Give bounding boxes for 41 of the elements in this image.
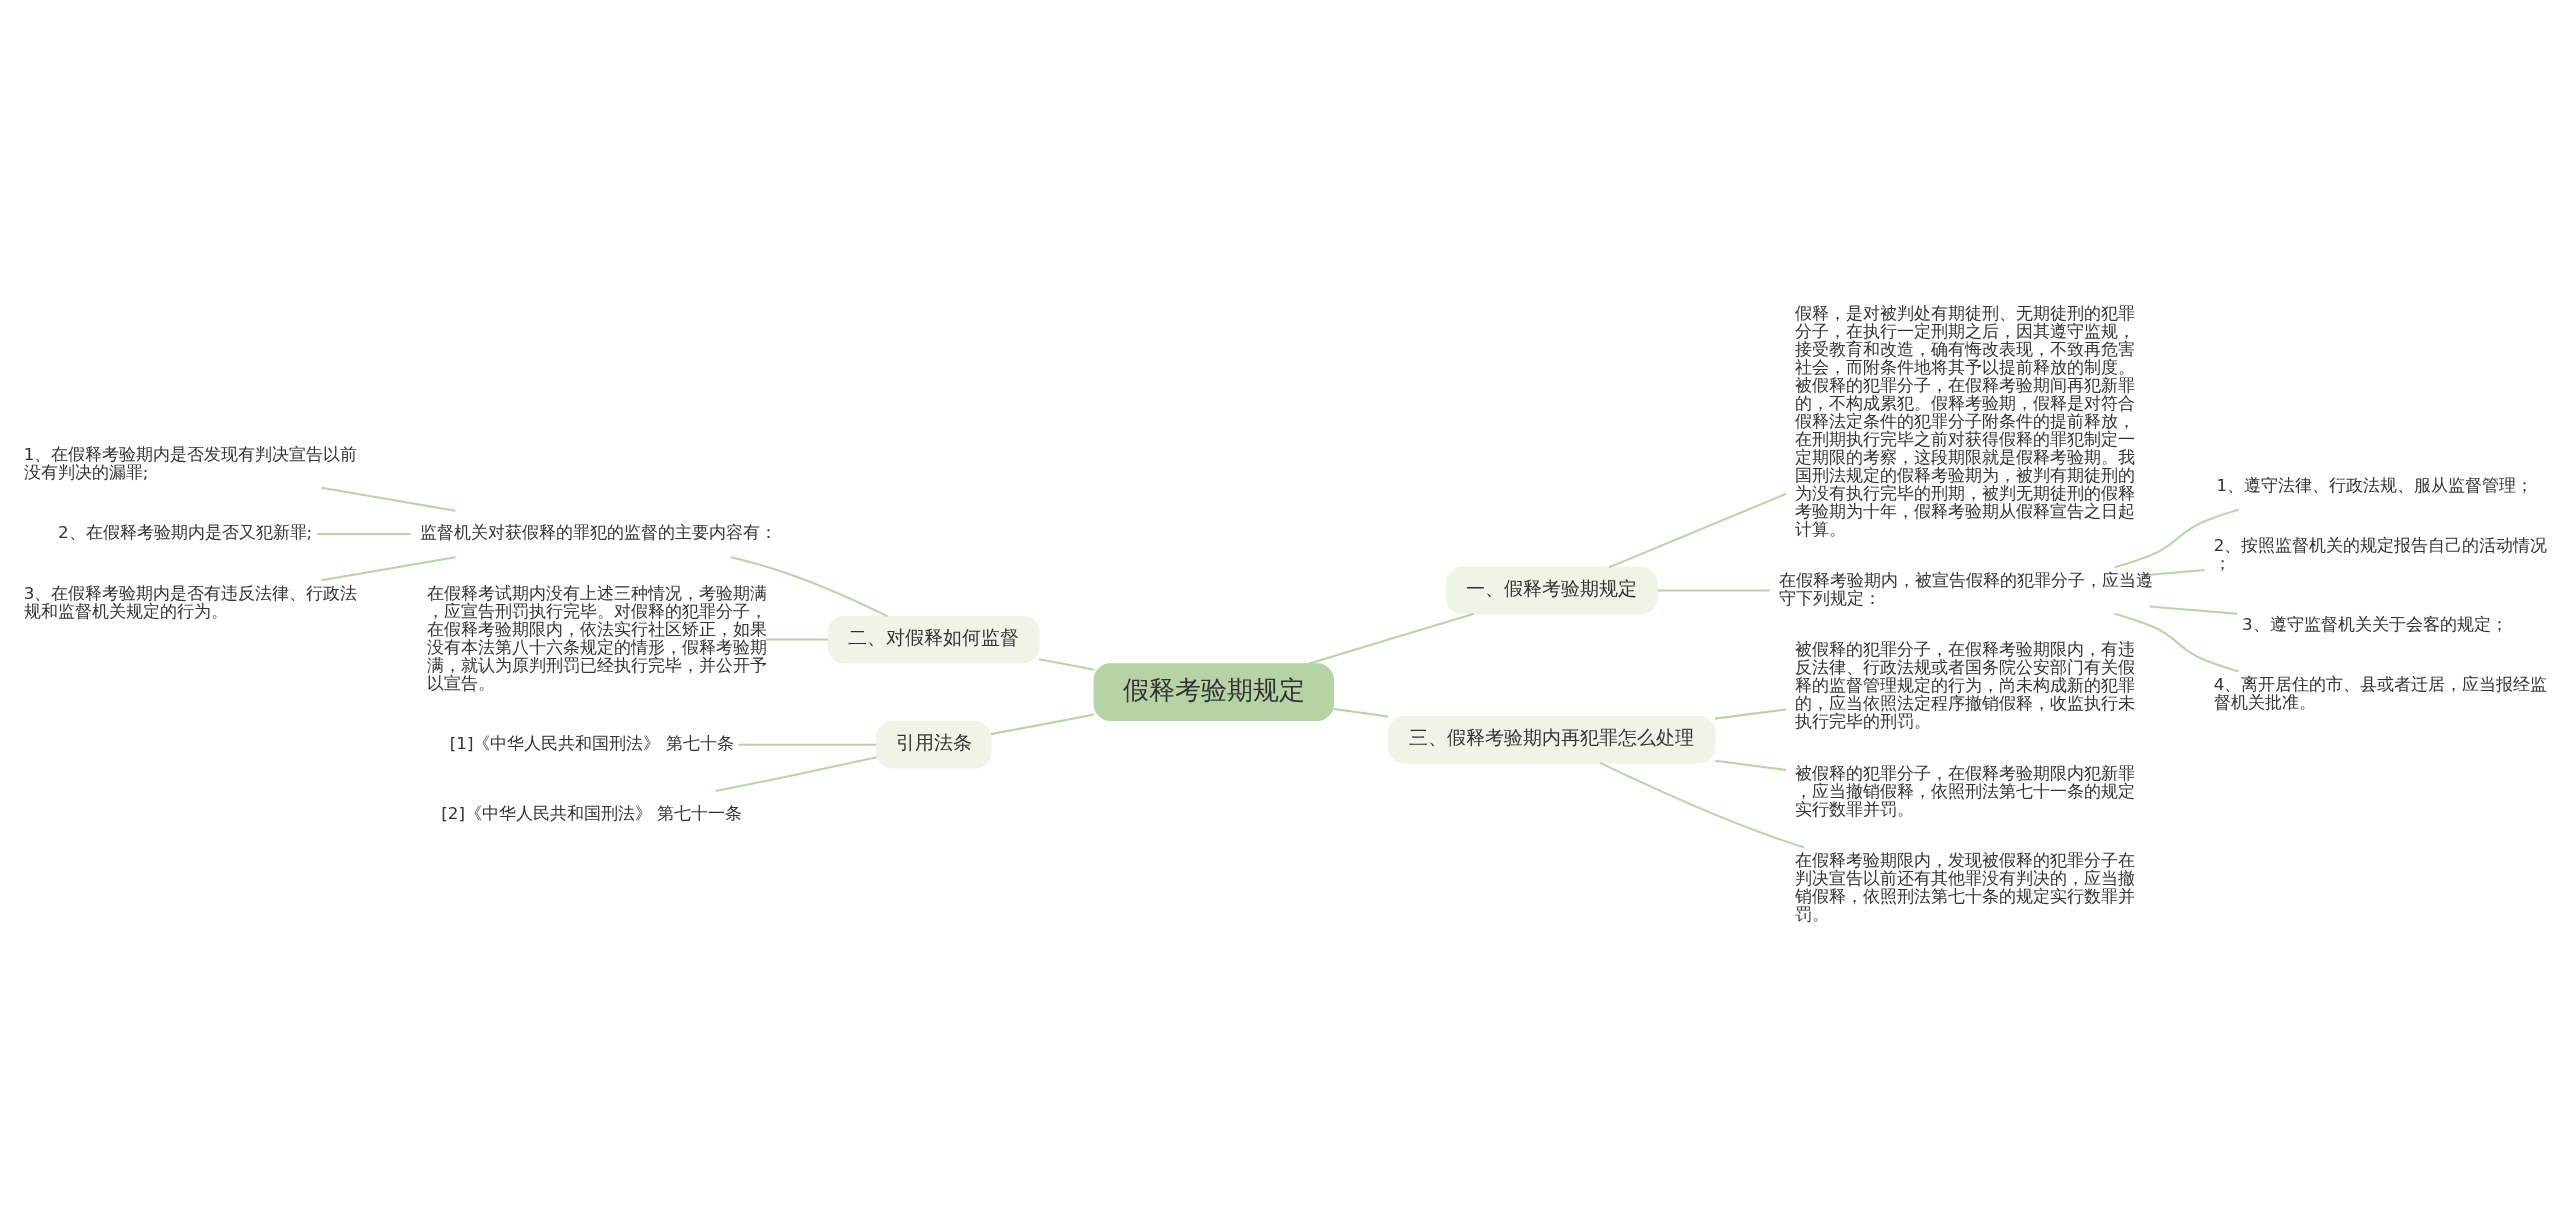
node-text: 3、在假释考验期内是否有违反法律、行政法规和监督机关规定的行为。 — [23, 582, 358, 621]
connector — [1657, 589, 1770, 592]
connector — [321, 486, 456, 512]
node-box: 引用法条 — [875, 720, 992, 769]
connector — [1714, 759, 1787, 771]
node-text: 被假释的犯罪分子，在假释考验期限内犯新罪，应当撤销假释，依照刑法第七十一条的规定实行数罪并罚。 — [1795, 762, 2136, 819]
node-text: [2]《中华人民共和国刑法》 第七十一条 — [441, 802, 743, 823]
connector — [1608, 492, 1787, 568]
connector — [990, 713, 1095, 735]
connector — [2149, 604, 2238, 615]
connector — [765, 637, 829, 640]
connector — [317, 532, 411, 535]
connector — [1308, 612, 1475, 665]
node-text: 在假释考验期限内，发现被假释的犯罪分子在判决宣告以前还有其他罪没有判决的，应当撤销假释，依照刑法第七十条的规定实行数罪并罚。 — [1795, 849, 2136, 924]
connector — [2114, 612, 2239, 672]
connector — [2149, 568, 2205, 576]
node-text: 2、按照监督机关的规定报告自己的活动情况； — [2213, 534, 2548, 573]
node-text: 3、遵守监督机关关于会客的规定； — [2242, 613, 2508, 634]
node-box: 一、假释考验期规定 — [1445, 566, 1658, 614]
connector — [738, 743, 877, 746]
node-text: 在假释考试期内没有上述三种情况，考验期满，应宣告刑罚执行完毕。对假释的犯罪分子，在假释考验期限内，依法实行社区矫正，如果没有本法第八十六条规定的情形，假释考验期满，就认为原判刑罚已经执行完毕，并公开予以宣告。 — [427, 582, 768, 693]
connector — [730, 555, 888, 617]
connector — [715, 755, 877, 792]
node-text: 被假释的犯罪分子，在假释考验期限内，有违反法律、行政法规或者国务院公安部门有关假释的监督管理规定的行为，尚未构成新的犯罪的，应当依照法定程序撤销假释，收监执行未执行完毕的刑罚。 — [1795, 638, 2136, 731]
connector — [1038, 657, 1095, 671]
connector — [321, 555, 456, 581]
node-text: 监督机关对获假释的罪犯的监督的主要内容有： — [419, 521, 777, 542]
node-text: 在假释考验期内，被宣告假释的犯罪分子，应当遵守下列规定： — [1779, 569, 2154, 608]
connector — [2114, 508, 2239, 568]
connector — [1714, 707, 1787, 720]
connector — [1333, 707, 1389, 718]
node-box: 三、假释考验期内再犯罪怎么处理 — [1387, 715, 1716, 763]
node-text: 4、离开居住的市、县或者迁居，应当报经监督机关批准。 — [2213, 673, 2548, 712]
node-text: 2、在假释考验期内是否又犯新罪; — [57, 521, 313, 542]
node-text: [1]《中华人民共和国刑法》 第七十条 — [449, 732, 734, 753]
node-text: 1、在假释考验期内是否发现有判决宣告以前没有判决的漏罪; — [23, 443, 358, 482]
node-box: 二、对假释如何监督 — [827, 615, 1040, 663]
node-box: 假释考验期规定 — [1093, 662, 1334, 721]
node-text: 1、遵守法律、行政法规、服从监督管理； — [2216, 474, 2534, 495]
connector — [1599, 761, 1805, 849]
node-text: 假释，是对被判处有期徒刑、无期徒刑的犯罪分子，在执行一定刑期之后，因其遵守监规，接受教育和改造，确有悔改表现，不致再危害社会，而附条件地将其予以提前释放的制度。被假释的犯罪分子，在假释考验期间再犯新罪的，不构成累犯。假释考验期，假释是对符合假释法定条件的犯罪分子附条件的提前释放，在刑期执行完毕之前对获得假释的罪犯制定一定期限的考察，这段期限就是假释考验期。我国刑法规定的假释考验期为，被判有期徒刑的为没有执行完毕的刑期，被判无期徒刑的假释考验期为十年，假释考验期从假释宣告之日起计算。 — [1795, 302, 2136, 539]
